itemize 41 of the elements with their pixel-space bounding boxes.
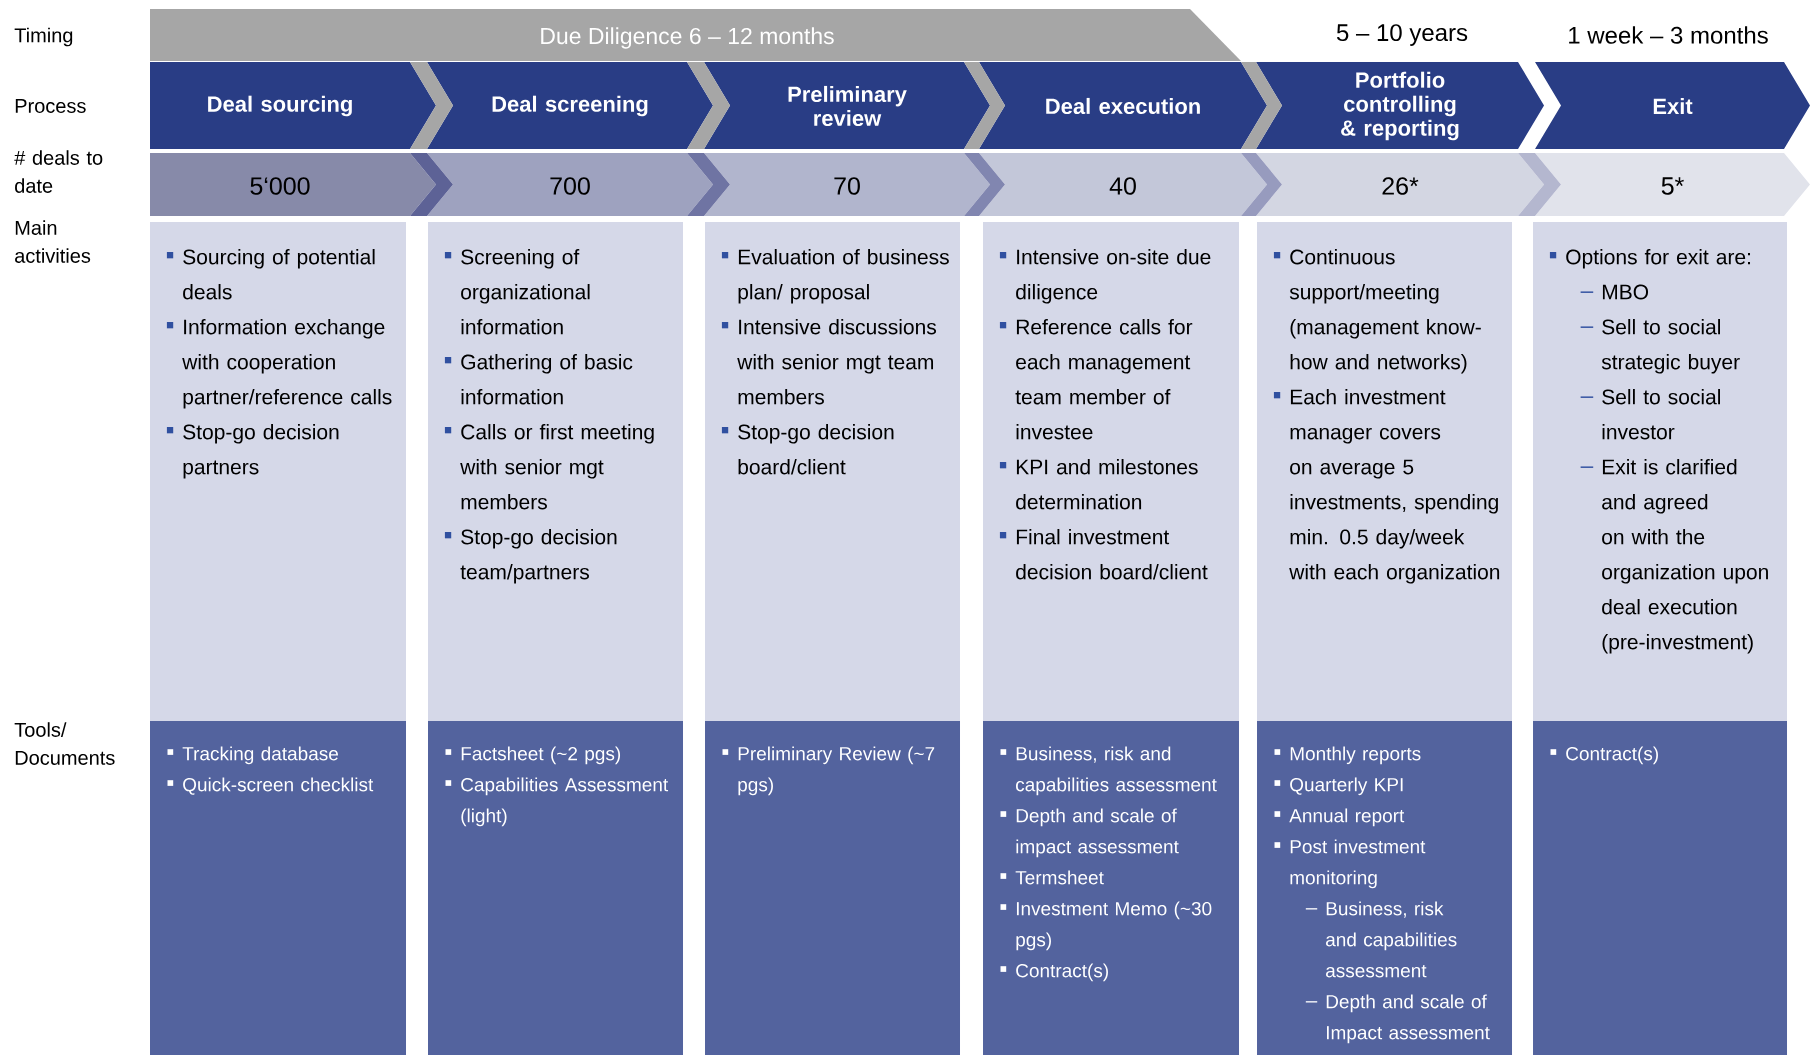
- process-step-box: Deal screening: [427, 62, 713, 149]
- process-step-box: Deal sourcing: [150, 62, 436, 149]
- deal-count-box: 26*: [1256, 153, 1544, 216]
- tools-box: Factsheet (~2 pgs) Capabilities Assessment (light): [428, 721, 683, 1055]
- timing-label: 5 – 10 years: [1336, 24, 1468, 46]
- row-label: Timing: [14, 27, 73, 47]
- process-step-box: Preliminary review: [704, 62, 990, 149]
- separator-chevron: [964, 153, 1005, 216]
- separator-chevron: [1241, 62, 1282, 149]
- separator-chevron: [687, 153, 730, 216]
- activity-box: Continuous support/meeting (management know-how and networks) Each investment manager covers on average 5 investments, spending min. 0.5 day/week with each organization: [1257, 222, 1512, 721]
- tools-box: Preliminary Review (~7 pgs): [705, 721, 960, 1055]
- tools-box: Contract(s): [1533, 721, 1787, 1055]
- row-label: Process: [15, 99, 86, 113]
- activity-box: Sourcing of potential deals Information exchange with cooperation partner/reference calls Stop-go decision partners: [150, 222, 406, 721]
- deal-count-box: 5*: [1535, 153, 1810, 216]
- process-step-box: Portfolio controlling & reporting: [1256, 62, 1544, 149]
- row-label: Main activities: [15, 220, 91, 263]
- separator-chevron: [687, 62, 730, 149]
- process-step-box: Deal execution: [979, 62, 1267, 149]
- separator-chevron: [410, 62, 453, 149]
- tools-box: Tracking database Quick-screen checklist: [150, 721, 406, 1055]
- activity-box: Options for exit are: MBO Sell to social strategic buyer Sell to social investor Exit is clarified and agreed on with the organization upon deal execution (pre-investment): [1533, 222, 1787, 721]
- row-label: # deals to date: [14, 150, 103, 193]
- tools-box: Monthly reports Quarterly KPI Annual report Post investment monitoring Business, risk and capabilities assessment Depth and scale of Impact assessment: [1257, 721, 1512, 1055]
- separator-chevron: [410, 153, 453, 216]
- separator-chevron: [1518, 153, 1561, 216]
- timing-label: 1 week – 3 months: [1569, 26, 1768, 44]
- activity-box: Screening of organizational information Gathering of basic information Calls or first meeting with senior mgt members Stop-go decision team/partners: [428, 222, 683, 721]
- tools-box: Business, risk and capabilities assessment Depth and scale of impact assessment Termsheet Investment Memo (~30 pgs) Contract(s): [983, 721, 1239, 1055]
- row-label: Tools/ Documents: [14, 722, 115, 765]
- process-step-box: Exit: [1535, 62, 1810, 149]
- separator-chevron: [964, 62, 1005, 149]
- timeline-band: Due Diligence 6 – 12 months: [150, 9, 1241, 61]
- activity-box: Intensive on-site due diligence Reference calls for each management team member of investee KPI and milestones determination Final investment decision board/client: [983, 222, 1239, 721]
- activity-box: Evaluation of business plan/ proposal Intensive discussions with senior mgt team members Stop-go decision board/client: [705, 222, 960, 721]
- deal-count-box: 70: [704, 153, 990, 216]
- deal-count-box: 700: [427, 153, 713, 216]
- separator-chevron: [1241, 153, 1282, 216]
- deal-count-box: 40: [979, 153, 1267, 216]
- deal-count-box: 5‘000: [150, 153, 436, 216]
